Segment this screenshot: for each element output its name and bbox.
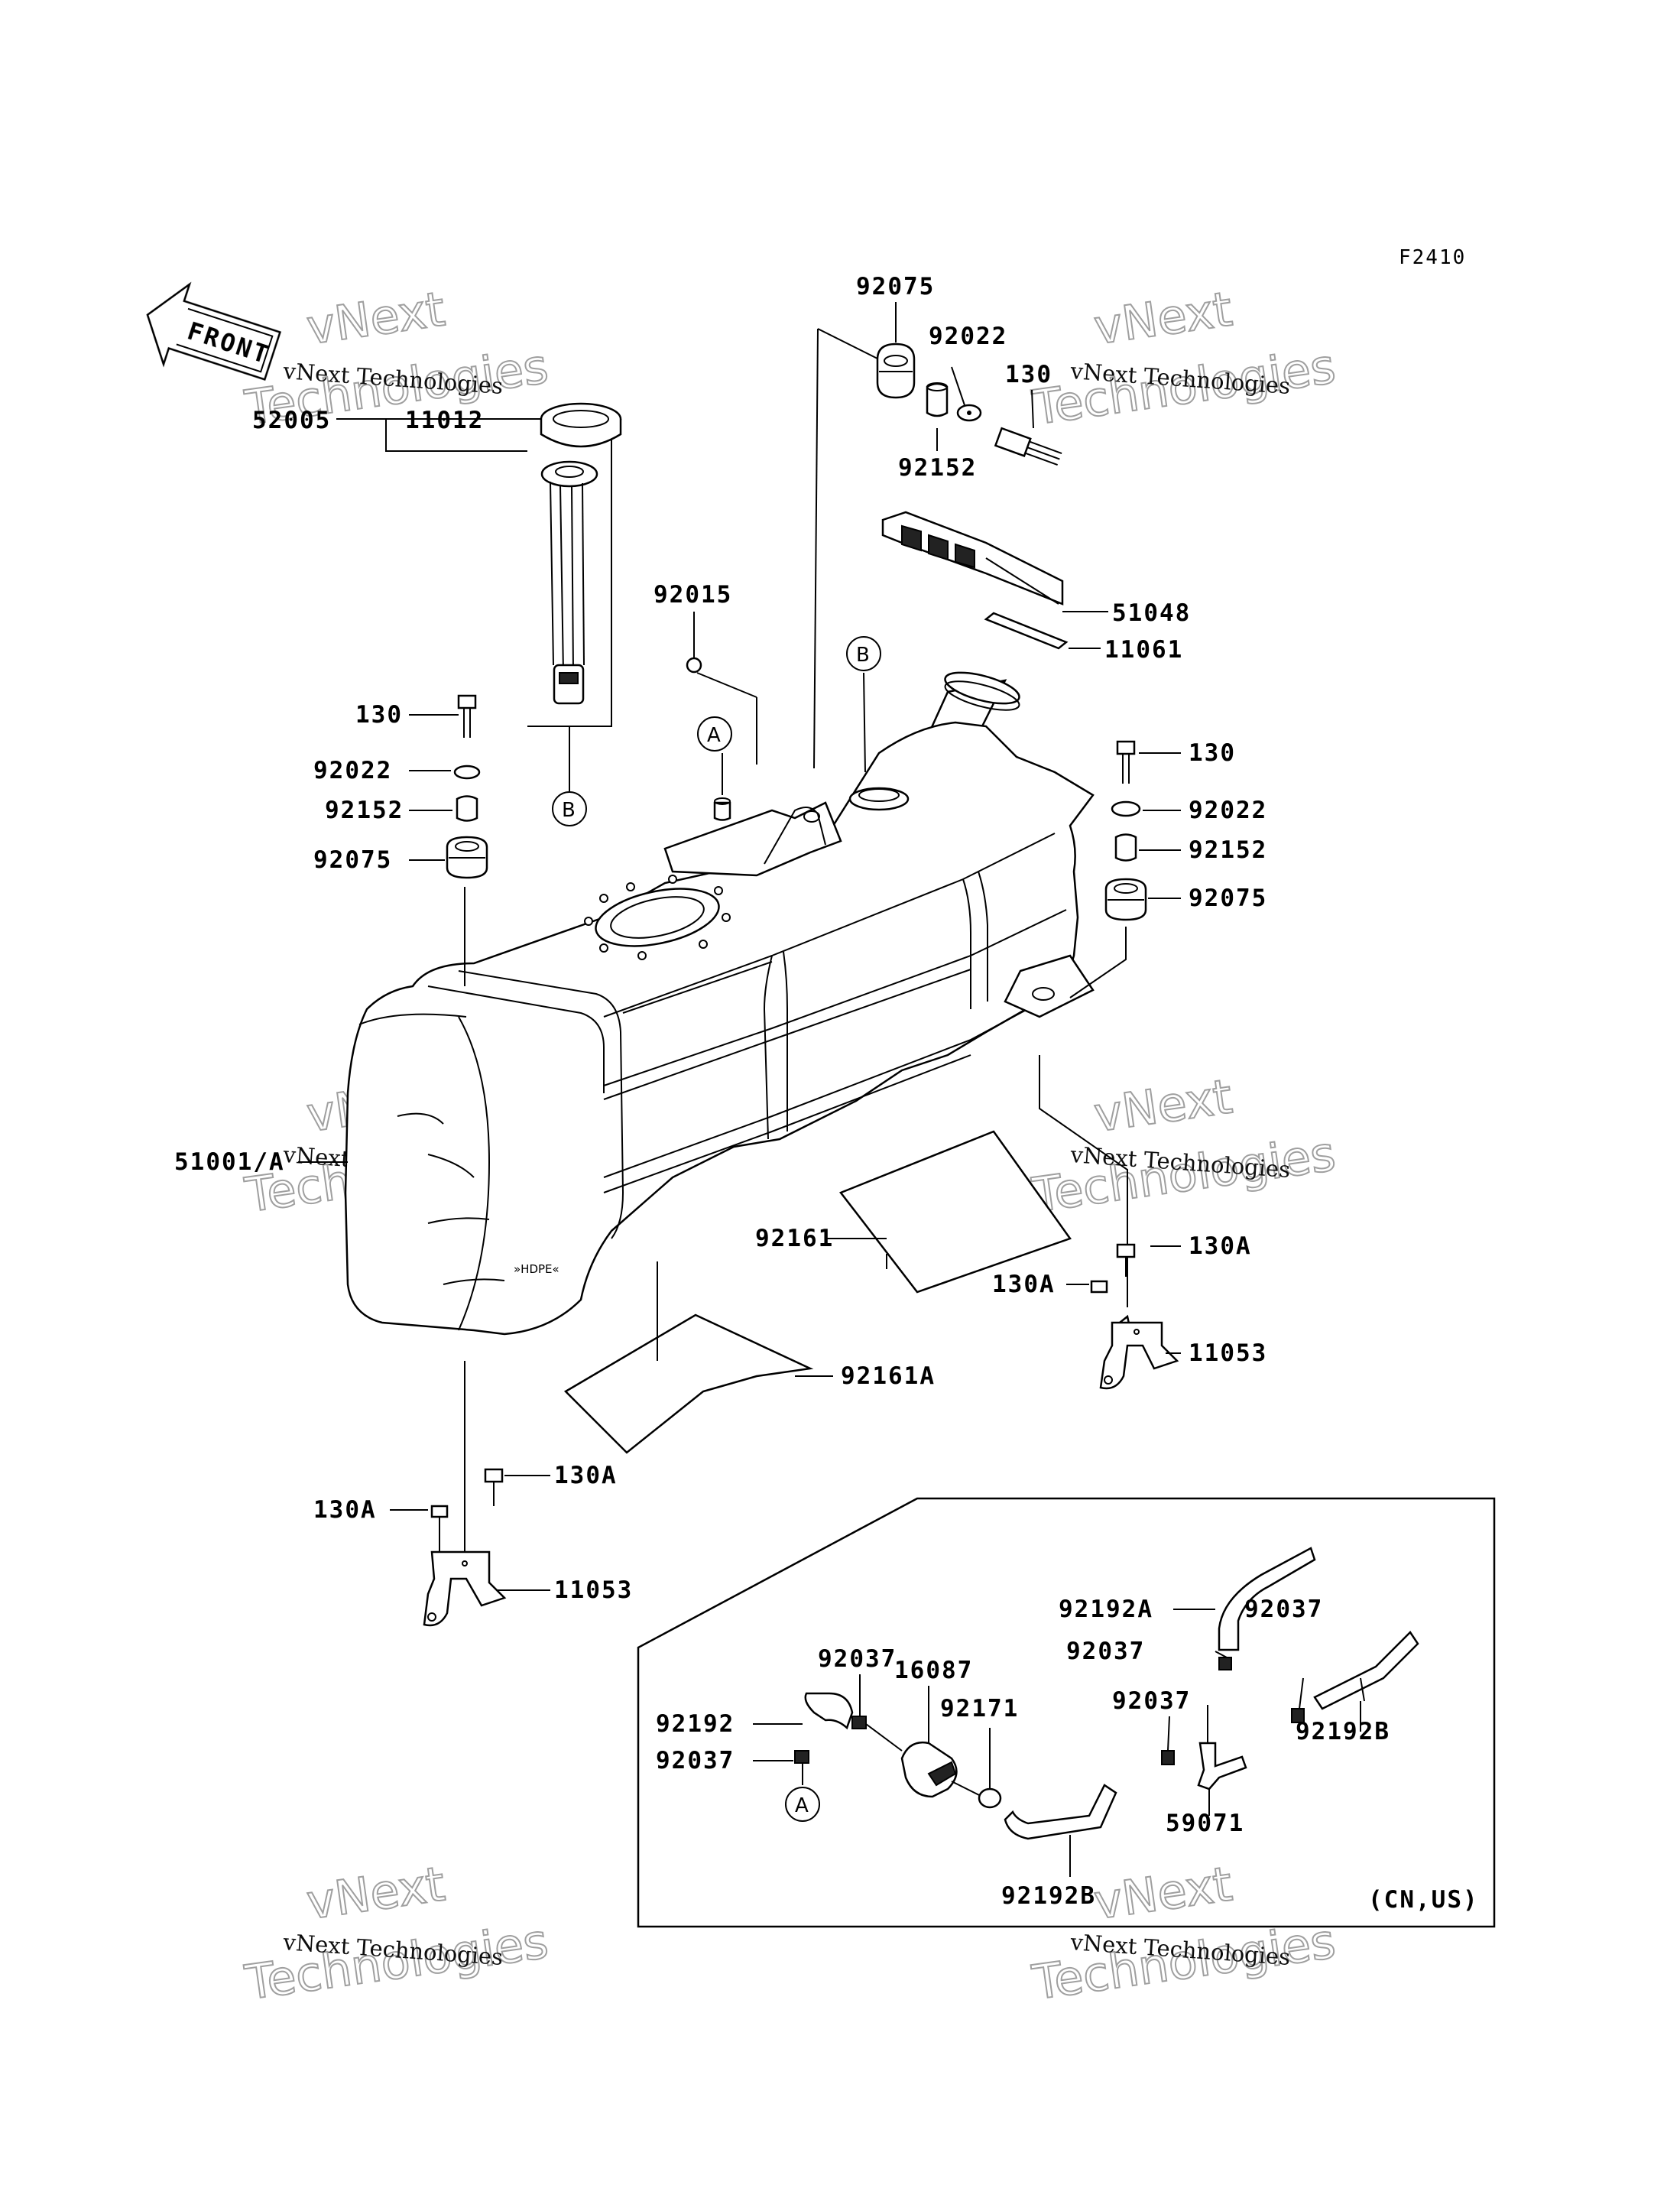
part-labels: 52005 11012 92075 92022 130 92152 51048 … <box>174 273 1390 1910</box>
bolt-130-left <box>457 694 477 738</box>
watermark-vnext: vNext <box>1091 1068 1236 1142</box>
label-92022-top: 92022 <box>929 323 1007 350</box>
clamp-92037-d <box>851 1716 867 1729</box>
label-92037-a: 92037 <box>1244 1596 1323 1623</box>
callout-a-text: A <box>707 724 721 747</box>
watermark-vnext: vNext <box>303 281 449 355</box>
label-92161a: 92161A <box>841 1362 936 1390</box>
callout-b-lower: B <box>562 799 576 822</box>
grommet-92075-top <box>876 343 916 399</box>
label-92022-right: 92022 <box>1189 797 1267 824</box>
label-59071: 59071 <box>1166 1810 1244 1837</box>
label-130a-l2: 130A <box>313 1496 377 1524</box>
grommet-92075-left <box>446 836 488 879</box>
label-92152-top: 92152 <box>898 454 977 482</box>
label-92192: 92192 <box>656 1710 735 1738</box>
watermark-vnext: vNext <box>303 1855 449 1930</box>
label-130-top: 130 <box>1005 361 1052 388</box>
label-130-right: 130 <box>1189 739 1236 767</box>
svg-text:»HDPE«: »HDPE« <box>514 1262 559 1276</box>
inset-cn-us: (CN,US) A <box>637 1497 1496 1928</box>
hose-92192b-right <box>1313 1631 1419 1710</box>
label-51048: 51048 <box>1112 599 1191 627</box>
label-11053-right: 11053 <box>1189 1339 1267 1367</box>
diagram-code: F2410 <box>1399 246 1466 269</box>
watermark-bottom-right: vNext Technologies vNext Technologies <box>1028 1855 1340 2011</box>
clamp-92037-c <box>1161 1750 1175 1765</box>
label-11053-left: 11053 <box>554 1576 633 1604</box>
label-92037-top: 92037 <box>818 1645 897 1673</box>
bracket-11053-right <box>1066 1243 1181 1390</box>
collar-92152-top <box>926 382 949 417</box>
bracket-11053-left <box>390 1468 550 1627</box>
callout-b-upper: B <box>846 636 881 671</box>
clamp-92037-b <box>1218 1657 1232 1670</box>
label-92192a: 92192A <box>1059 1596 1153 1623</box>
right-mount-stack <box>1039 740 1147 1307</box>
washer-92022-right <box>1111 800 1141 817</box>
label-92152-right: 92152 <box>1189 836 1267 864</box>
label-130-left: 130 <box>355 701 403 729</box>
hose-92192 <box>804 1692 854 1730</box>
label-92037-b: 92037 <box>1066 1638 1145 1665</box>
bolt-130-right <box>1116 740 1136 784</box>
label-92192b-right: 92192B <box>1296 1718 1390 1745</box>
label-92075-top: 92075 <box>856 273 935 300</box>
label-130a-r2: 130A <box>992 1271 1056 1298</box>
pad-92161 <box>839 1130 1072 1294</box>
watermark-mid-right: vNext Technologies vNext Technologies <box>1028 1067 1340 1224</box>
fuel-filter-16087 <box>865 1723 983 1798</box>
watermark-vnext: vNext <box>1091 1855 1236 1930</box>
grommet-92075-right <box>1104 878 1147 921</box>
callout-a-lower-text: A <box>795 1794 809 1817</box>
label-92075-left: 92075 <box>313 846 392 874</box>
clamp-92037-a <box>1291 1708 1305 1723</box>
label-130a-l1: 130A <box>554 1462 618 1489</box>
watermark-top-right: vNext Technologies vNext Technologies <box>1028 280 1340 437</box>
pad-92161a <box>563 1313 814 1454</box>
collar-92152-right <box>1114 833 1137 862</box>
label-92022-left: 92022 <box>313 757 392 784</box>
washer-92022-left <box>453 765 481 780</box>
clamp-92171 <box>978 1787 1002 1809</box>
label-11012: 11012 <box>405 407 484 434</box>
upper-mount-hardware <box>813 328 1062 769</box>
label-92037-center: 92037 <box>1112 1687 1191 1715</box>
watermark-vnext: vNext <box>1091 281 1236 355</box>
region-label: (CN,US) <box>1368 1886 1479 1914</box>
label-92171: 92171 <box>940 1695 1019 1722</box>
label-92075-right: 92075 <box>1189 885 1267 912</box>
callout-a-lower <box>785 1787 820 1822</box>
label-51001: 51001/A <box>174 1148 285 1176</box>
callout-a-upper: A <box>697 716 732 752</box>
ring-seal-11012 <box>540 402 622 448</box>
bolt-130-top <box>994 427 1062 466</box>
hose-92192b-bottom <box>1004 1784 1117 1840</box>
label-92161: 92161 <box>755 1225 834 1252</box>
label-92192b-bottom: 92192B <box>1001 1882 1096 1910</box>
fuel-tank-51001: »HDPE« <box>344 721 1095 1336</box>
t-joint-59071 <box>1197 1705 1247 1816</box>
label-130a-r1: 130A <box>1189 1232 1252 1260</box>
callout-b-text: B <box>856 644 870 667</box>
hose-92192a <box>1218 1547 1316 1651</box>
label-92152-left: 92152 <box>325 797 404 824</box>
label-92037-e: 92037 <box>656 1747 735 1774</box>
label-92015: 92015 <box>654 581 732 609</box>
left-mount-stack <box>446 694 488 1567</box>
label-11061: 11061 <box>1104 636 1183 664</box>
label-52005: 52005 <box>252 407 331 434</box>
leader-lines <box>298 302 1181 1377</box>
collar-92152-left <box>456 795 478 822</box>
clamp-92037-e <box>794 1750 809 1764</box>
fuel-sender-unit <box>540 460 598 705</box>
watermark-bottom-left: vNext Technologies vNext Technologies <box>241 1855 553 2011</box>
label-16087: 16087 <box>894 1657 973 1684</box>
